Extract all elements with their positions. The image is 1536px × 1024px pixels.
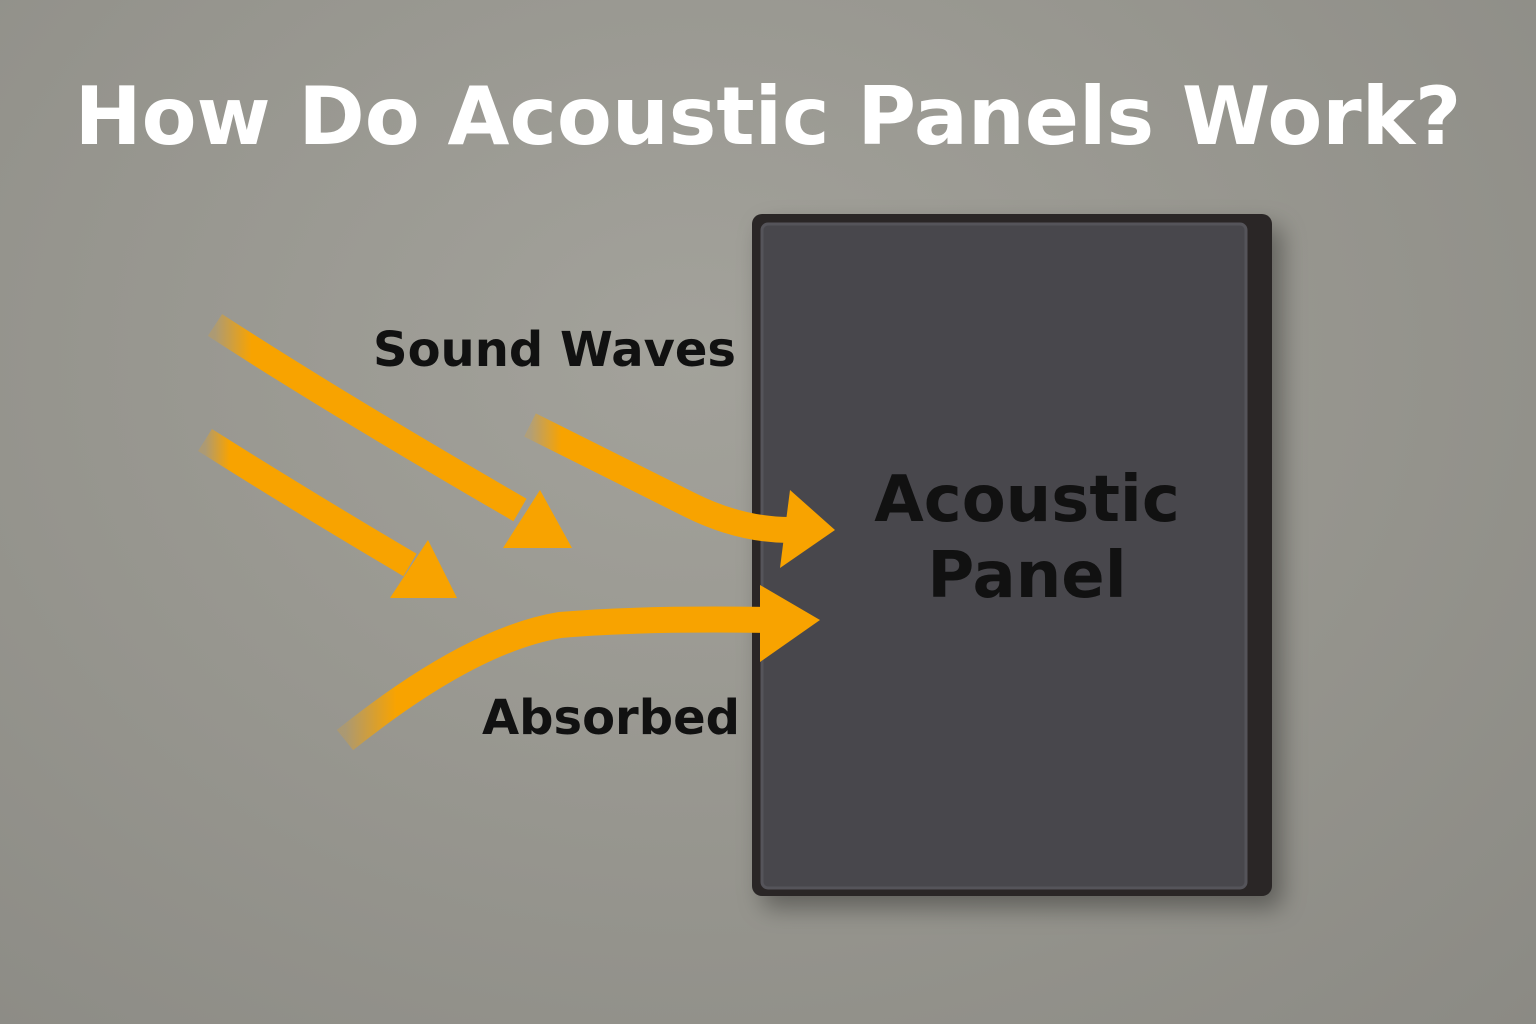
- page-title: How Do Acoustic Panels Work?: [74, 70, 1462, 163]
- sound-wave-arrow-3: [524, 413, 791, 543]
- arrowhead-icon: [503, 490, 572, 548]
- arrowhead-icon: [780, 490, 835, 568]
- panel-face: [762, 224, 1246, 888]
- sound-wave-arrow-2: [198, 429, 417, 577]
- absorbed-arrow: [336, 606, 771, 751]
- sound-wave-arrow-1: [207, 314, 527, 522]
- panel-edge: [760, 222, 1248, 890]
- panel-label-line1: Acoustic: [874, 463, 1180, 537]
- arrowhead-icon: [390, 540, 457, 598]
- arrowheads: [390, 490, 835, 662]
- absorbed-label: Absorbed: [482, 690, 740, 746]
- panel-label-line2: Panel: [927, 539, 1127, 613]
- arrowhead-icon: [760, 585, 820, 662]
- sound-wave-arrows: [198, 314, 791, 751]
- sound-waves-label: Sound Waves: [373, 322, 736, 378]
- acoustic-panel: [752, 214, 1272, 896]
- panel-label: Acoustic Panel: [862, 462, 1192, 614]
